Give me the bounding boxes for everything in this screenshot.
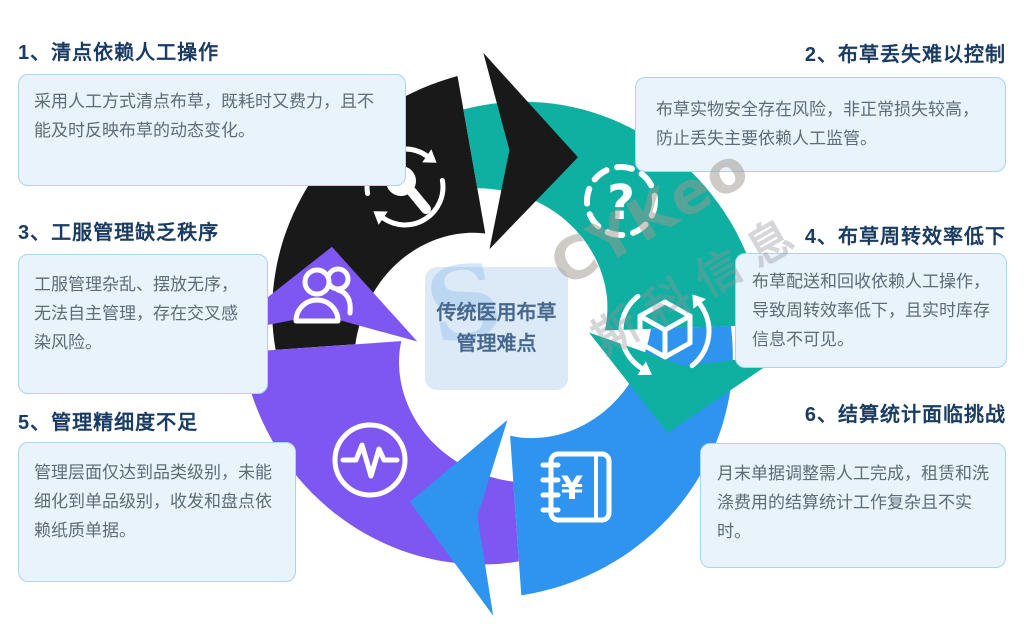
center-label-line2: 管理难点	[456, 332, 537, 355]
item-5-description: 管理层面仅达到品类级别，未能细化到单品级别，收发和盘点依赖纸质单据。	[18, 442, 296, 582]
item-5-title: 5、管理精细度不足	[18, 412, 199, 434]
cube-sync-icon	[618, 293, 712, 376]
search-refresh-icon	[364, 146, 446, 228]
item-2-title: 2、布草丢失难以控制	[804, 44, 1006, 66]
item-2-description: 布草实物安全存在风险，非正常损失较高，防止丢失主要依赖人工监管。	[635, 77, 1006, 172]
pulse-icon	[332, 422, 408, 498]
item-3-title: 3、工服管理缺乏秩序	[18, 222, 220, 244]
item-1-description: 采用人工方式清点布草，既耗时又费力，且不能及时反映布草的动态变化。	[18, 74, 406, 186]
ledger-icon: ¥	[540, 451, 612, 523]
svg-text:?: ?	[607, 175, 635, 231]
center-label-line1: 传统医用布草	[436, 301, 557, 324]
item-6-description: 月末单据调整需人工完成，租赁和洗涤费用的结算统计工作复杂且不实时。	[700, 443, 1006, 568]
question-icon: ?	[584, 164, 658, 238]
item-6-title: 6、结算统计面临挑战	[804, 404, 1006, 426]
item-1-title: 1、清点依赖人工操作	[18, 42, 220, 64]
item-4-description: 布草配送和回收依赖人工操作，导致周转效率低下，且实时库存信息不可见。	[735, 253, 1007, 368]
item-4-title: 4、布草周转效率低下	[804, 226, 1006, 248]
center-label-box	[425, 267, 568, 390]
svg-text:¥: ¥	[561, 469, 583, 507]
people-icon	[293, 266, 353, 324]
center-label: 传统医用布草 管理难点	[425, 267, 568, 390]
item-3-description: 工服管理杂乱、摆放无序，无法自主管理，存在交叉感染风险。	[18, 254, 268, 394]
